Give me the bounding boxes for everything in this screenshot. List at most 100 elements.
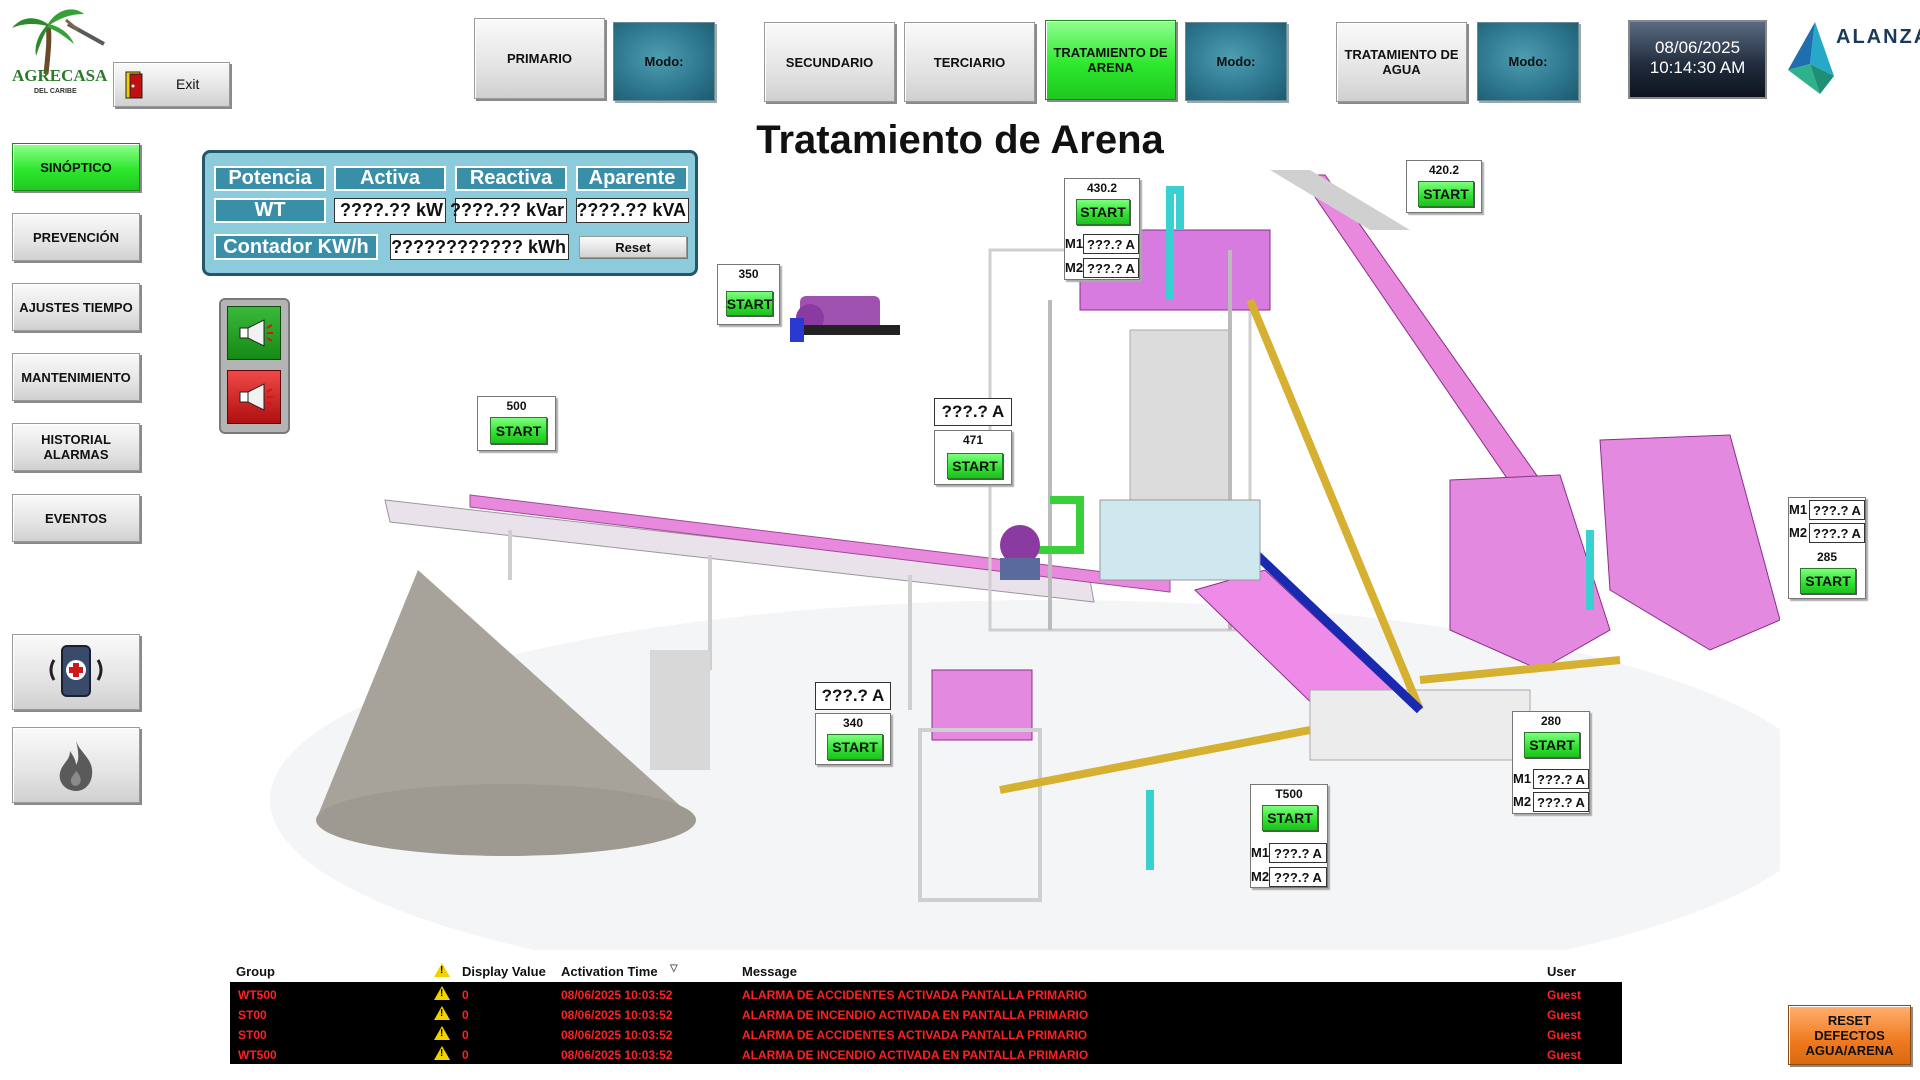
emergency-accident-button[interactable] <box>12 634 140 710</box>
equipment-420-number: 420.2 <box>1428 163 1460 177</box>
equipment-350-panel: 350 START <box>717 264 780 325</box>
alarm-row[interactable]: ST00 0 08/06/2025 10:03:52 ALARMA DE INC… <box>230 1004 1622 1024</box>
sidebar-item-mantenimiento[interactable]: MANTENIMIENTO <box>12 353 140 401</box>
modo-arena-button[interactable]: Modo: <box>1185 22 1287 101</box>
equipment-280-m1-value: ???.? A <box>1533 769 1589 789</box>
equipment-280-m2-label: M2 <box>1513 794 1532 809</box>
modo-primario-button[interactable]: Modo: <box>613 22 715 101</box>
contador-label: Contador KW/h <box>214 234 378 260</box>
equipment-340-panel: 340 START <box>815 713 891 765</box>
equipment-285-m2-label: M2 <box>1789 525 1808 540</box>
vibrating-screen-1 <box>1449 474 1611 671</box>
fire-icon <box>59 741 93 791</box>
equipment-430-start-button[interactable]: START <box>1076 199 1130 225</box>
pump-471 <box>1000 525 1040 580</box>
emergency-fire-button[interactable] <box>12 727 140 803</box>
water-tank <box>1099 499 1261 581</box>
nav-tratamiento-arena-button[interactable]: TRATAMIENTO DE ARENA <box>1045 20 1176 100</box>
time-text: 10:14:30 AM <box>1649 58 1746 77</box>
agrecasa-logo: AGRECASA DEL CARIBE <box>8 4 112 102</box>
alarm-value: 0 <box>462 1028 469 1042</box>
alarm-row[interactable]: WT500 0 08/06/2025 10:03:52 ALARMA DE AC… <box>230 984 1622 1004</box>
sidebar-item-historial-alarmas[interactable]: HISTORIAL ALARMAS <box>12 423 140 471</box>
equipment-350-number: 350 <box>738 267 759 281</box>
equipment-350-start-button[interactable]: START <box>726 291 773 316</box>
header-display-value[interactable]: Display Value <box>462 964 546 979</box>
sidebar-item-ajustes-tiempo[interactable]: AJUSTES TIEMPO <box>12 283 140 331</box>
logo-text: AGRECASA <box>12 66 108 85</box>
equipment-285-panel: M1 ???.? A M2 ???.? A 285 START <box>1788 497 1866 599</box>
logo-subtext: DEL CARIBE <box>34 88 77 95</box>
equipment-500-panel: 500 START <box>477 396 556 451</box>
alarm-warning-icon <box>434 1046 450 1060</box>
nav-terciario-button[interactable]: TERCIARIO <box>904 22 1035 102</box>
header-user[interactable]: User <box>1547 964 1576 979</box>
header-group[interactable]: Group <box>236 964 275 979</box>
header-activation-time[interactable]: Activation Time <box>561 964 658 979</box>
equipment-t500-m1-label: M1 <box>1251 845 1270 860</box>
alarm-table[interactable]: Group Display Value Activation Time ▽ Me… <box>230 960 1622 1064</box>
datetime-display: 08/06/2025 10:14:30 AM <box>1628 20 1767 99</box>
alarm-time: 08/06/2025 10:03:52 <box>561 988 673 1002</box>
exit-button[interactable]: Exit <box>113 62 230 107</box>
reactive-power-value: ????.?? kVar <box>450 198 567 223</box>
equipment-285-start-button[interactable]: START <box>1800 568 1856 594</box>
yellow-pipe-3 <box>1419 656 1621 684</box>
alarm-message: ALARMA DE INCENDIO ACTIVADA EN PANTALLA … <box>742 1008 1089 1022</box>
modo-agua-button[interactable]: Modo: <box>1477 22 1579 101</box>
horn-on-button[interactable] <box>227 306 281 360</box>
alarm-warning-icon <box>434 986 450 1000</box>
alarm-value: 0 <box>462 1048 469 1062</box>
alarm-row[interactable]: WT500 0 08/06/2025 10:03:52 ALARMA DE IN… <box>230 1044 1622 1064</box>
header-message[interactable]: Message <box>742 964 797 979</box>
reset-defectos-button[interactable]: RESET DEFECTOS AGUA/ARENA <box>1788 1005 1911 1065</box>
nav-primario-button[interactable]: PRIMARIO <box>474 18 605 99</box>
equipment-340-start-button[interactable]: START <box>827 734 883 760</box>
vibrating-screen-2 <box>1599 434 1780 651</box>
equipment-t500-m2-value: ???.? A <box>1269 867 1327 887</box>
sidebar-item-eventos[interactable]: EVENTOS <box>12 494 140 542</box>
sort-desc-icon[interactable]: ▽ <box>670 963 678 974</box>
equipment-t500-m1-value: ???.? A <box>1269 843 1327 863</box>
alarm-time: 08/06/2025 10:03:52 <box>561 1028 673 1042</box>
equipment-t500-start-button[interactable]: START <box>1262 805 1318 831</box>
alarm-time: 08/06/2025 10:03:52 <box>561 1048 673 1062</box>
equipment-420-start-button[interactable]: START <box>1418 181 1474 207</box>
horn-off-button[interactable] <box>227 370 281 424</box>
alarm-message: ALARMA DE ACCIDENTES ACTIVADA PANTALLA P… <box>742 988 1088 1002</box>
sidebar-item-prevencion[interactable]: PREVENCIÓN <box>12 213 140 261</box>
alarm-group: WT500 <box>238 988 277 1002</box>
incline-conveyor <box>1299 174 1541 491</box>
alarm-value: 0 <box>462 988 469 1002</box>
date-text: 08/06/2025 <box>1654 38 1741 57</box>
reset-counter-button[interactable]: Reset <box>579 236 687 258</box>
alarm-user: Guest <box>1547 1048 1582 1062</box>
equipment-285-m1-value: ???.? A <box>1809 500 1865 520</box>
horn-icon <box>239 319 273 347</box>
alarm-message: ALARMA DE ACCIDENTES ACTIVADA PANTALLA P… <box>742 1028 1088 1042</box>
equipment-430-number: 430.2 <box>1086 181 1118 195</box>
green-pipe <box>1020 496 1084 554</box>
exit-label: Exit <box>176 76 200 92</box>
alarm-user: Guest <box>1547 1008 1582 1022</box>
alarm-row[interactable]: ST00 0 08/06/2025 10:03:52 ALARMA DE ACC… <box>230 1024 1622 1044</box>
equipment-285-m1-label: M1 <box>1789 502 1808 517</box>
equipment-280-m2-value: ???.? A <box>1533 792 1589 812</box>
alarm-user: Guest <box>1547 1028 1582 1042</box>
sand-pile <box>316 570 696 820</box>
alarm-table-header: Group Display Value Activation Time ▽ Me… <box>230 960 1622 982</box>
activa-header: Activa <box>334 166 446 191</box>
equipment-471-start-button[interactable]: START <box>947 453 1003 479</box>
active-power-value: ????.?? kW <box>334 198 446 223</box>
equipment-430-m1-label: M1 <box>1065 236 1084 251</box>
nav-tratamiento-agua-button[interactable]: TRATAMIENTO DE AGUA <box>1336 22 1467 102</box>
sidebar-item-sinoptico[interactable]: SINÓPTICO <box>12 143 140 191</box>
equipment-430-m2-value: ???.? A <box>1083 258 1139 278</box>
incline-conveyor-support <box>1270 170 1410 230</box>
nav-secundario-button[interactable]: SECUNDARIO <box>764 22 895 102</box>
alarm-message: ALARMA DE INCENDIO ACTIVADA EN PANTALLA … <box>742 1048 1089 1062</box>
equipment-280-start-button[interactable]: START <box>1524 732 1580 758</box>
equipment-500-start-button[interactable]: START <box>490 417 547 444</box>
equipment-430-m2-label: M2 <box>1065 260 1084 275</box>
pump-350 <box>790 296 900 342</box>
